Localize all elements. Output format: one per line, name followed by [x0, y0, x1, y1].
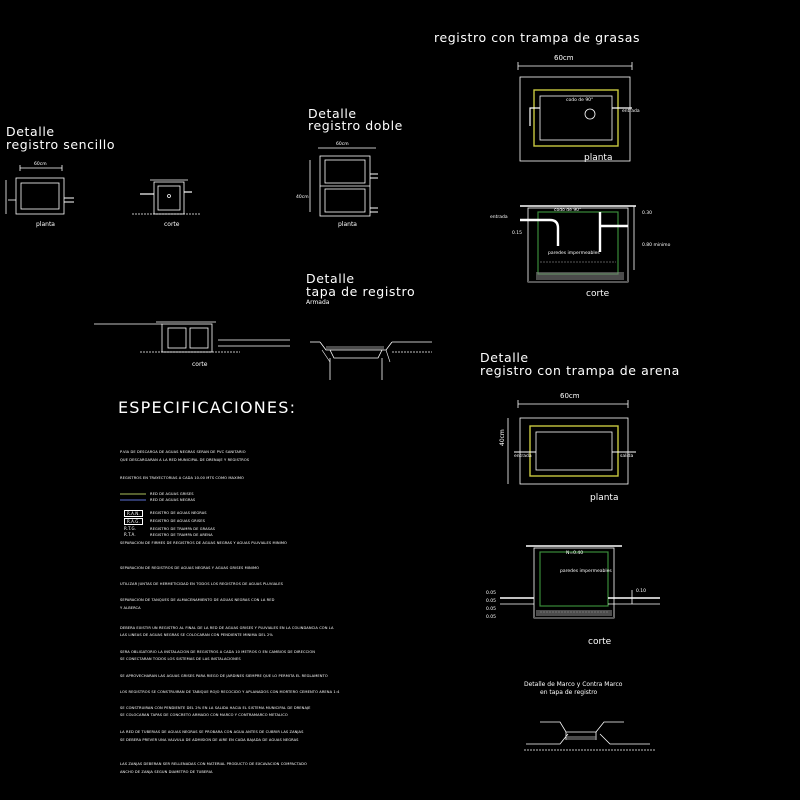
spec-line: UTILIZAR JUNTAS DE HERMETICIDAD EN TODOS…	[120, 582, 284, 586]
arena-entrada: entrada	[514, 454, 532, 459]
title-arena-2: registro con trampa de arena	[480, 363, 680, 378]
arena-dim-005d: 0.05	[486, 615, 497, 620]
arena-planta-label: planta	[590, 493, 619, 503]
spec-line: LAS LINEAS DE AGUAS NEGRAS SE COLOCARAN …	[120, 633, 273, 637]
sencillo-corte2-label: corte	[192, 361, 208, 368]
spec-line: P.VIA DE DESCARGA DE AGUAS NEGRAS SERAN …	[120, 450, 246, 454]
title-doble-2: registro doble	[308, 118, 403, 133]
sencillo-dim-60: 60cm	[34, 162, 47, 167]
doble-dim-60: 60cm	[336, 142, 349, 147]
arena-dim-010: 0.10	[636, 589, 647, 594]
spec-line: REGISTRO DE AGUAS NEGRAS	[150, 511, 207, 515]
arena-n040: N=0.40	[566, 551, 584, 556]
sencillo-corte-label: corte	[164, 221, 180, 228]
title-sencillo-2: registro sencillo	[6, 137, 116, 152]
tapa-subtitle: Armada	[306, 299, 330, 306]
spec-line: QUE DESCARGARAN A LA RED MUNICIPAL DE DR…	[120, 458, 250, 462]
sencillo-corte	[132, 179, 200, 215]
arena-dim-005c: 0.05	[486, 607, 497, 612]
grasas-dim-080: 0.80 minimo	[642, 243, 671, 248]
title-marco-1: Detalle de Marco y Contra Marco	[524, 681, 623, 688]
arena-corte-label: corte	[588, 637, 612, 647]
grasas-dim-015: 0.15	[512, 231, 523, 236]
spec-line: SEPARACION DE FIRMES DE REGISTROS DE AGU…	[120, 541, 287, 545]
doble-dim-40: 40cm	[296, 195, 309, 200]
spec-line: REGISTROS EN TRAYECTORIAS A CADA 10.00 M…	[120, 476, 244, 480]
grasas-codo-label: codo de 90°	[566, 98, 594, 103]
title-tapa-2: tapa de registro	[306, 284, 416, 299]
arena-dim-005b: 0.05	[486, 599, 497, 604]
spec-line: SE CONECTARAN TODOS LOS SISTEMAS DE LAS …	[120, 657, 241, 661]
spec-line: LOS REGISTROS SE CONSTRUIRAN DE TABIQUE …	[120, 690, 340, 694]
title-marco-2: en tapa de registro	[540, 689, 598, 696]
specs-legend-lines	[120, 493, 146, 501]
spec-line: SEPARACION DE TANQUES DE ALMACENAMIENTO …	[120, 598, 275, 602]
grasas-entrada-planta: entrada	[622, 109, 640, 114]
spec-line: RED DE AGUAS NEGRAS	[150, 498, 196, 502]
spec-line: REGISTRO DE TRAMPA DE ARENA	[150, 533, 213, 537]
arena-dim-005a: 0.05	[486, 591, 497, 596]
spec-line: SERA OBLIGATORIO LA INSTALACION DE REGIS…	[120, 650, 316, 654]
grasas-planta	[517, 62, 633, 162]
title-arena-1: Detalle	[480, 350, 529, 365]
sencillo-planta-label: planta	[36, 221, 55, 228]
spec-line: REGISTRO DE AGUAS GRISES	[150, 519, 206, 523]
grasas-corte	[520, 205, 636, 283]
doble-planta	[309, 147, 378, 217]
legend-code: R.A.N.	[124, 510, 143, 517]
title-sencillo-1: Detalle	[6, 124, 55, 139]
spec-line: LA RED DE TUBERIAS DE AGUAS NEGRAS SE PR…	[120, 730, 304, 734]
arena-corte	[500, 545, 660, 619]
grasas-paredes: paredes impermeables	[548, 251, 600, 256]
arena-planta	[507, 400, 636, 485]
grasas-planta-label: planta	[584, 153, 613, 163]
arena-dim-40: 40cm	[499, 429, 506, 446]
spec-line: LAS ZANJAS DEBERAN SER RELLENADAS CON MA…	[120, 762, 307, 766]
spec-line: SE COLOCARAN TAPAS DE CONCRETO ARMADO CO…	[120, 713, 288, 717]
sencillo-corte-2	[94, 321, 290, 353]
legend-code: R.T.A.	[124, 532, 136, 537]
spec-line: RED DE AGUAS GRISES	[150, 492, 194, 496]
spec-line: ANCHO DE ZANJA SEGUN DIAMETRO DE TUBERIA	[120, 770, 213, 774]
title-grasas: registro con trampa de grasas	[434, 30, 641, 45]
spec-line: SE CONSTRUIRAN CON PENDIENTE DEL 2% EN L…	[120, 706, 311, 710]
arena-paredes: paredes impermeables	[560, 569, 612, 574]
arena-dim-60: 60cm	[560, 392, 580, 400]
spec-line: SEPARACION DE REGISTROS DE AGUAS NEGRAS …	[120, 566, 260, 570]
title-tapa-1: Detalle	[306, 271, 355, 286]
spec-line: REGISTRO DE TRAMPA DE GRASAS	[150, 527, 216, 531]
legend-code: R.A.G.	[124, 518, 143, 525]
hatching	[326, 272, 624, 740]
spec-line: SE DEBERA PREVER UNA VALVULA DE ADMISION…	[120, 738, 299, 742]
spec-line: SE APROVECHARAN LAS AGUAS GRISES PARA RI…	[120, 674, 328, 678]
grasas-codo-corte: codo de 90°	[554, 208, 582, 213]
sencillo-planta	[5, 165, 74, 215]
specs-title: ESPECIFICACIONES:	[118, 398, 297, 417]
doble-planta-label: planta	[338, 221, 357, 228]
grasas-dim-030: 0.30	[642, 211, 653, 216]
arena-salida: salida	[620, 454, 634, 459]
grasas-dim-60: 60cm	[554, 54, 574, 62]
grasas-corte-label: corte	[586, 289, 610, 299]
spec-line: Y ALBERCA	[120, 606, 141, 610]
spec-line: DEBERA EXISTIR UN REGISTRO AL FINAL DE L…	[120, 626, 334, 630]
title-doble-1: Detalle	[308, 106, 357, 121]
grasas-entrada-corte: entrada	[490, 215, 508, 220]
legend-code: R.T.G.	[124, 526, 137, 531]
